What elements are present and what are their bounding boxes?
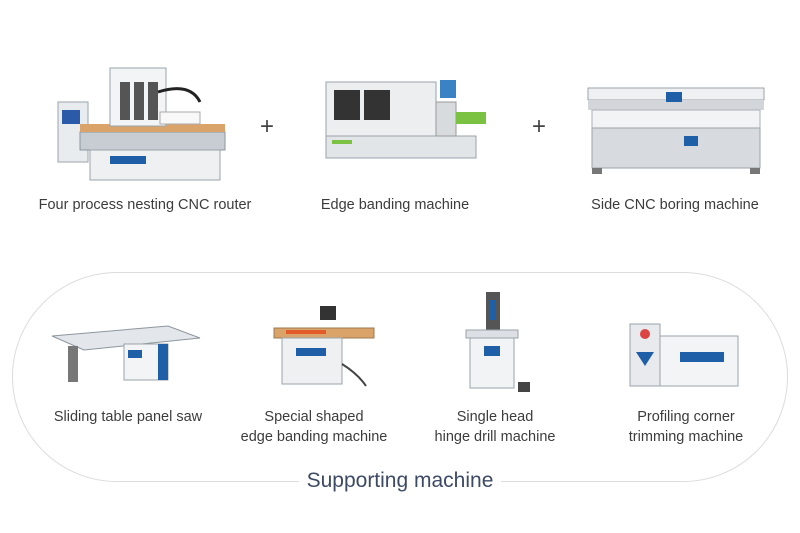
caption-panel-saw: Sliding table panel saw xyxy=(53,409,203,425)
caption-corner-trimming-line2: trimming machine xyxy=(628,429,744,445)
cnc-router-image xyxy=(57,67,226,181)
caption-side-boring: Side CNC boring machine xyxy=(591,197,759,213)
side-boring-machine-image xyxy=(587,87,765,174)
edge-banding-machine-image xyxy=(325,80,486,159)
plus-sign: + xyxy=(532,113,547,140)
caption-shaped-edge-bander-line1: Special shaped xyxy=(264,409,364,425)
caption-corner-trimming-line1: Profiling corner xyxy=(637,409,735,425)
supporting-machine-title: Supporting machine xyxy=(298,469,502,492)
corner-trimming-image xyxy=(629,323,739,387)
caption-shaped-edge-bander-line2: edge banding machine xyxy=(240,429,388,445)
caption-edge-banding: Edge banding machine xyxy=(320,197,470,213)
caption-cnc-router: Four process nesting CNC router xyxy=(38,197,252,213)
caption-hinge-drill-line2: hinge drill machine xyxy=(434,429,556,445)
caption-hinge-drill-line1: Single head xyxy=(456,409,534,425)
panel-saw-image xyxy=(51,325,201,382)
section-title-wrapper: Supporting machine xyxy=(0,469,800,493)
hinge-drill-image xyxy=(465,292,530,392)
plus-sign: + xyxy=(260,113,275,140)
shaped-edge-bander-image xyxy=(273,306,375,387)
